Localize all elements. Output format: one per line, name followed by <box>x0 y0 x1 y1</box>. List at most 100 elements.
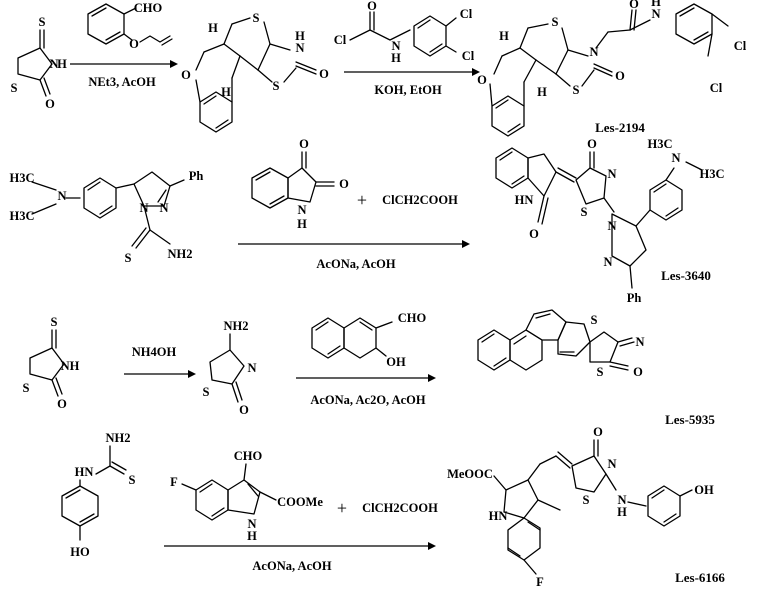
allyloxy-benzaldehyde: CHO O <box>87 1 173 51</box>
atom-label: O <box>181 68 191 82</box>
product-les-5935: S N S O <box>477 309 645 379</box>
atom-label: CHO <box>234 449 263 463</box>
atom-label: O <box>633 365 643 379</box>
atom-label: HN <box>515 193 534 207</box>
hydroxynaphthaldehyde: CHO OH <box>311 311 427 369</box>
atom-label: N <box>651 7 660 21</box>
atom-label: H <box>208 21 218 35</box>
atom-label: O <box>129 37 139 51</box>
atom-label: O <box>615 69 625 83</box>
atom-label: N <box>247 517 256 531</box>
atom-label: N <box>295 41 304 55</box>
atom-label: H3C <box>10 209 35 223</box>
atom-label: F <box>170 475 178 489</box>
atom-label: NH2 <box>106 431 131 445</box>
code-les-5935: Les-5935 <box>665 412 715 427</box>
atom-label: N <box>159 201 168 215</box>
thiopyrano-chromene-1: O S N H S O H H <box>181 11 329 133</box>
atom-label: AcONa, AcOH <box>252 559 331 573</box>
atom-label: H <box>499 29 509 43</box>
atom-label: Cl <box>710 81 723 95</box>
product-les-3640: HN O O N S N N N H3C H3C Ph <box>495 137 725 305</box>
atom-label: N <box>607 457 616 471</box>
atom-label: H <box>295 29 305 43</box>
atom-label: NH2 <box>168 247 193 261</box>
atom-label: H3C <box>10 171 35 185</box>
atom-label: + <box>357 190 367 210</box>
atom-label: N <box>635 335 644 349</box>
atom-label: + <box>337 498 347 518</box>
atom-label: N <box>607 167 616 181</box>
isatin-reagent: O O N H <box>251 137 349 231</box>
atom-label: H <box>57 57 67 71</box>
atom-label: N <box>607 219 616 233</box>
code-les-3640: Les-3640 <box>661 268 711 283</box>
atom-label: S <box>51 315 58 329</box>
atom-label: S <box>39 15 46 29</box>
atom-label: HN <box>489 509 508 523</box>
atom-label: CHO <box>398 311 427 325</box>
atom-label: N <box>297 203 306 217</box>
atom-label: N <box>391 39 400 53</box>
atom-label: O <box>587 137 597 151</box>
atom-label: O <box>593 425 603 439</box>
product-les-6166: MeOOC HN O N S N H OH F <box>447 425 714 589</box>
atom-label: O <box>529 227 539 241</box>
atom-label: N <box>247 361 256 375</box>
atom-label: O <box>319 67 329 81</box>
thiazolidinedione-thione-2: S NH S O <box>23 315 80 411</box>
atom-label: S <box>125 251 132 265</box>
atom-label: H <box>297 217 307 231</box>
atom-label: H <box>247 529 257 543</box>
atom-label: AcONa, AcOH <box>316 257 395 271</box>
atom-label: H <box>651 0 661 9</box>
atom-label: COOMe <box>277 495 323 509</box>
atom-label: Cl <box>334 33 347 47</box>
atom-label: O <box>299 137 309 151</box>
atom-label: S <box>583 493 590 507</box>
atom-label: Ph <box>627 291 642 305</box>
atom-label: ClCH2COOH <box>382 193 458 207</box>
atom-label: H <box>537 85 547 99</box>
atom-label: S <box>573 83 580 97</box>
atom-label: N <box>603 255 612 269</box>
atom-label: ClCH2COOH <box>362 501 438 515</box>
atom-label: N <box>49 57 58 71</box>
atom-label: H <box>391 51 401 65</box>
atom-label: H3C <box>700 167 725 181</box>
atom-label: MeOOC <box>447 467 493 481</box>
atom-label: Cl <box>460 7 473 21</box>
atom-label: S <box>11 81 18 95</box>
atom-label: H <box>617 505 627 519</box>
atom-label: O <box>339 177 349 191</box>
atom-label: O <box>367 0 377 13</box>
atom-label: S <box>129 473 136 487</box>
atom-label: N <box>57 189 66 203</box>
atom-label: HO <box>70 545 90 559</box>
atom-label: OH <box>694 483 714 497</box>
atom-label: F <box>536 575 544 589</box>
atom-label: KOH, EtOH <box>374 83 442 97</box>
atom-label: S <box>597 365 604 379</box>
atom-label: OH <box>386 355 406 369</box>
atom-label: S <box>23 381 30 395</box>
aminothiazolone: NH2 N S O <box>203 319 257 417</box>
atom-label: S <box>552 15 559 29</box>
atom-label: S <box>253 11 260 25</box>
atom-label: NH2 <box>224 319 249 333</box>
atom-label: HN <box>75 465 94 479</box>
chloroacetanilide-reagent: Cl O N H Cl Cl <box>334 0 475 65</box>
atom-label: O <box>57 397 67 411</box>
hydroxyphenyl-thiourea: HN NH2 S HO <box>61 431 136 559</box>
atom-label: CHO <box>134 1 163 15</box>
atom-label: Cl <box>734 39 747 53</box>
atom-label: S <box>581 205 588 219</box>
atom-label: H3C <box>648 137 673 151</box>
atom-label: O <box>45 97 55 111</box>
atom-label: O <box>477 73 487 87</box>
product-les-2194: O S N S O O N H Cl Cl H H <box>477 0 747 137</box>
atom-label: NH <box>61 359 80 373</box>
atom-label: N <box>139 201 148 215</box>
